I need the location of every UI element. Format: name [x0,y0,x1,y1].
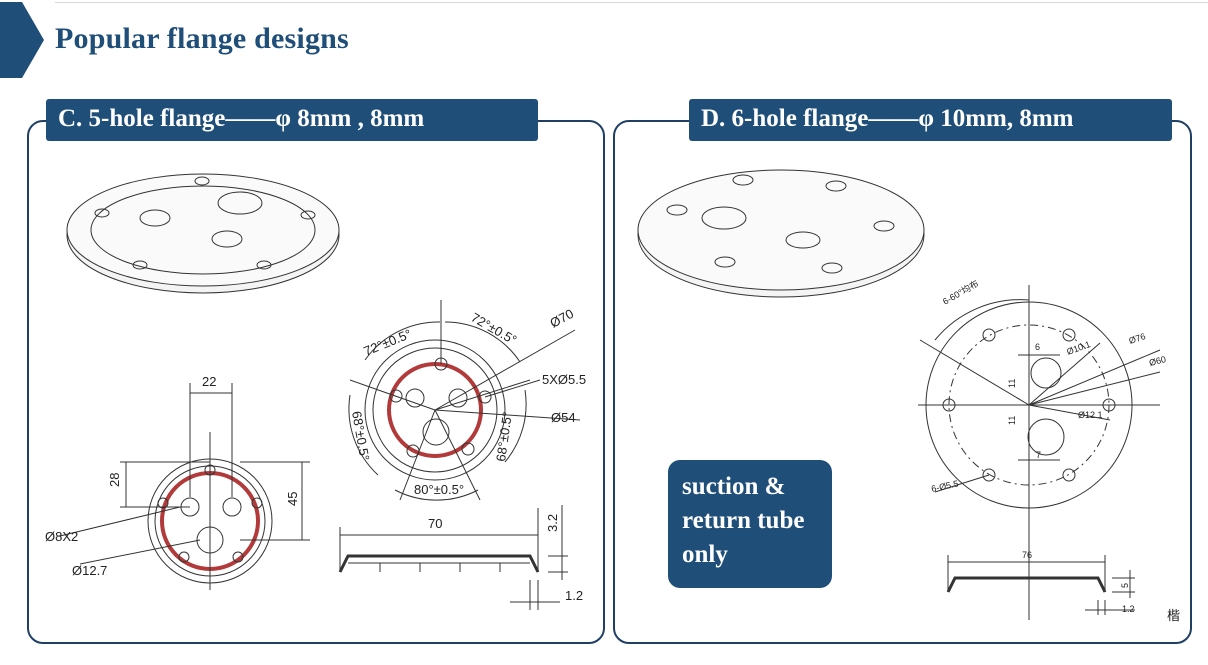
dim-profile-height-d: 5 [1120,583,1130,588]
dim-angle-left: 68°±0.5° [349,410,372,462]
dim-center-dia: Ø12.7 [72,563,107,578]
5-hole-flange-side-profile [338,505,568,610]
page-title: Popular flange designs [55,22,349,55]
dim-profile-step-d: 1.2 [1122,604,1135,614]
dim-28: 28 [107,473,122,487]
suction-return-callout: suction & return tube only [668,460,832,588]
panel-c-label: C. 5-hole flange——φ 8mm , 8mm [46,99,538,141]
dim-angle-bottom: 80°±0.5° [414,482,464,497]
dim-d76: Ø76 [1128,331,1147,346]
dim-six: 6 [1035,342,1040,352]
dim-profile-step: 1.2 [565,588,583,603]
header-arrow-icon [0,2,44,78]
dim-hole-dia: Ø8X2 [45,529,78,544]
6-hole-flange-side-profile [946,555,1135,615]
5-hole-flange-front-view [59,383,310,590]
6-hole-flange-3d-view [637,169,925,298]
top-divider [55,2,1208,3]
dim-22: 22 [202,374,216,389]
dim-profile-width-d: 76 [1022,550,1032,560]
dim-angle-right: 68°±0.5° [493,411,515,463]
dim-d60: Ø60 [1148,354,1167,368]
dim-angle-top-right: 72°±0.5° [469,310,520,348]
dim-profile-width: 70 [428,516,442,531]
dim-pattern: 6-60°均布 [941,277,981,306]
panel-d-label: D. 6-hole flange——φ 10mm, 8mm [689,99,1172,141]
corner-mark: 楷 [1167,608,1180,623]
dim-45: 45 [285,492,300,506]
dim-holes: 5XØ5.5 [542,372,586,387]
6-hole-flange-front-view [918,285,1161,620]
dim-eleven-b: 11 [1007,416,1017,425]
dim-holes-d: 6-Ø5.5 [930,478,959,494]
dim-d12: Ø12.1 [1078,410,1103,420]
5-hole-flange-angle-view [348,300,581,501]
dim-profile-height: 3.2 [545,514,560,532]
dim-seven: 7 [1036,450,1041,460]
dim-outer-dia: Ø70 [547,306,576,331]
5-hole-flange-3d-view [66,173,340,294]
dim-angle-top-left: 72°±0.5° [362,326,414,359]
dim-eleven-a: 11 [1007,379,1017,388]
dim-pcd: Ø54 [551,410,576,425]
